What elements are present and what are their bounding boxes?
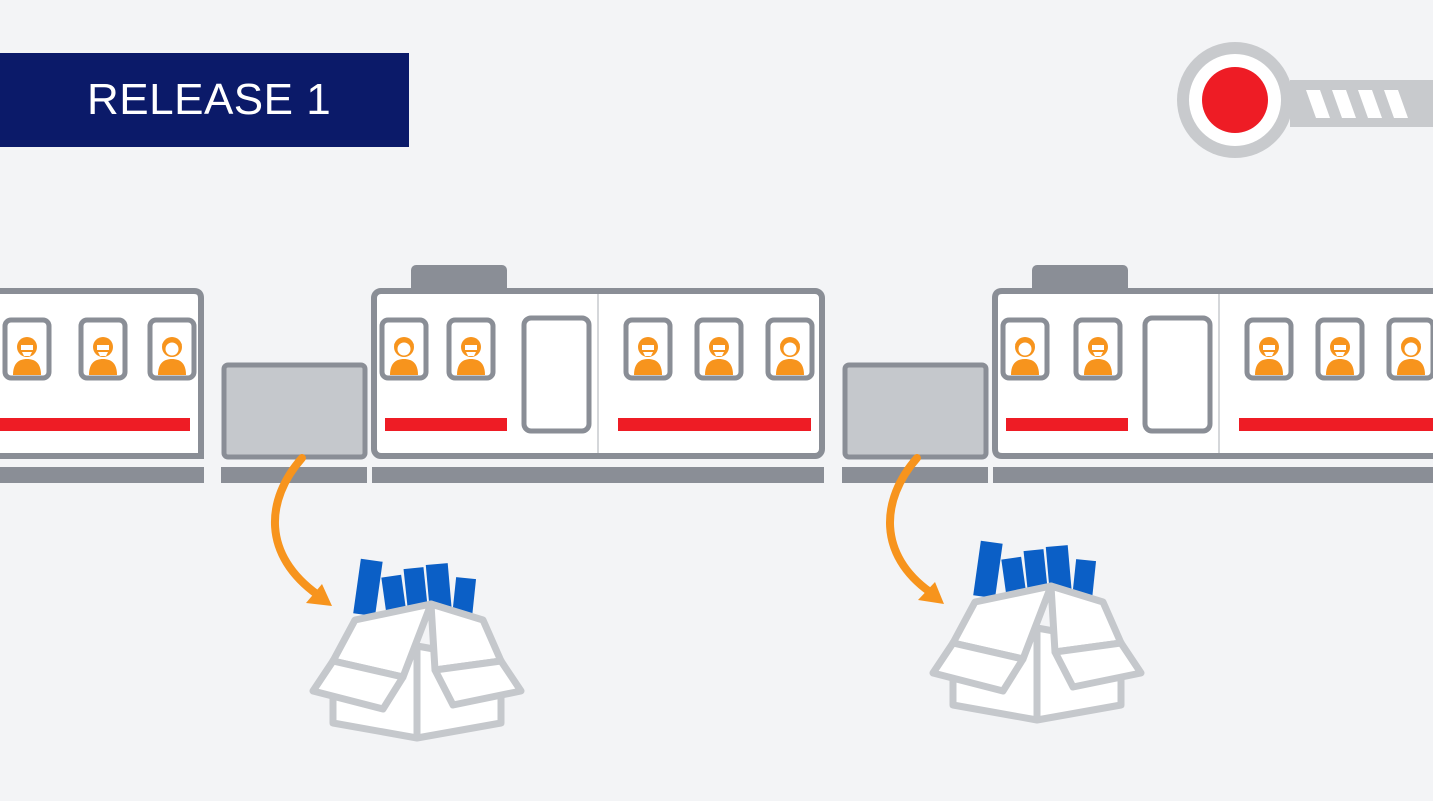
track-segment (993, 467, 1433, 483)
car-roof (411, 265, 507, 295)
signal-light (1202, 67, 1268, 133)
track (0, 467, 1433, 483)
track-segment (842, 467, 988, 483)
passenger-icon (1003, 320, 1047, 378)
signal-arm-stripes (1306, 90, 1408, 118)
track-segment (221, 467, 367, 483)
car-roof (1032, 265, 1128, 295)
release-banner: RELEASE 1 (0, 53, 409, 147)
passenger-icon (1076, 320, 1120, 378)
drop-arrow-icon (886, 454, 944, 604)
package-box-icon (933, 541, 1141, 720)
passenger-icon (382, 320, 426, 378)
passenger-icon (1318, 320, 1362, 378)
track-segment (0, 467, 204, 483)
railway-signal-icon (1177, 42, 1433, 158)
car-stripe (385, 418, 507, 431)
passenger-car-left (0, 288, 204, 459)
car-stripe (1239, 418, 1433, 431)
package-box-icon (313, 559, 521, 738)
car-stripe (618, 418, 811, 431)
passenger-icon (697, 320, 741, 378)
drop-arrow-icon (271, 454, 332, 606)
car-stripe (1006, 418, 1128, 431)
release-title: RELEASE 1 (87, 75, 332, 124)
car-door (1142, 315, 1213, 434)
passenger-car-right (992, 265, 1433, 459)
passenger-icon (768, 320, 812, 378)
passenger-icon (626, 320, 670, 378)
car-door (521, 315, 592, 434)
passenger-icon (1389, 320, 1433, 378)
track-segment (372, 467, 824, 483)
passenger-car-middle (371, 265, 825, 459)
cargo-car-2 (842, 362, 989, 460)
cargo-car-1 (221, 362, 368, 460)
passenger-icon (1247, 320, 1291, 378)
passenger-icon (5, 320, 49, 378)
passenger-icon (81, 320, 125, 378)
passenger-icon (449, 320, 493, 378)
passenger-icon (150, 320, 194, 378)
car-stripe (0, 418, 190, 431)
